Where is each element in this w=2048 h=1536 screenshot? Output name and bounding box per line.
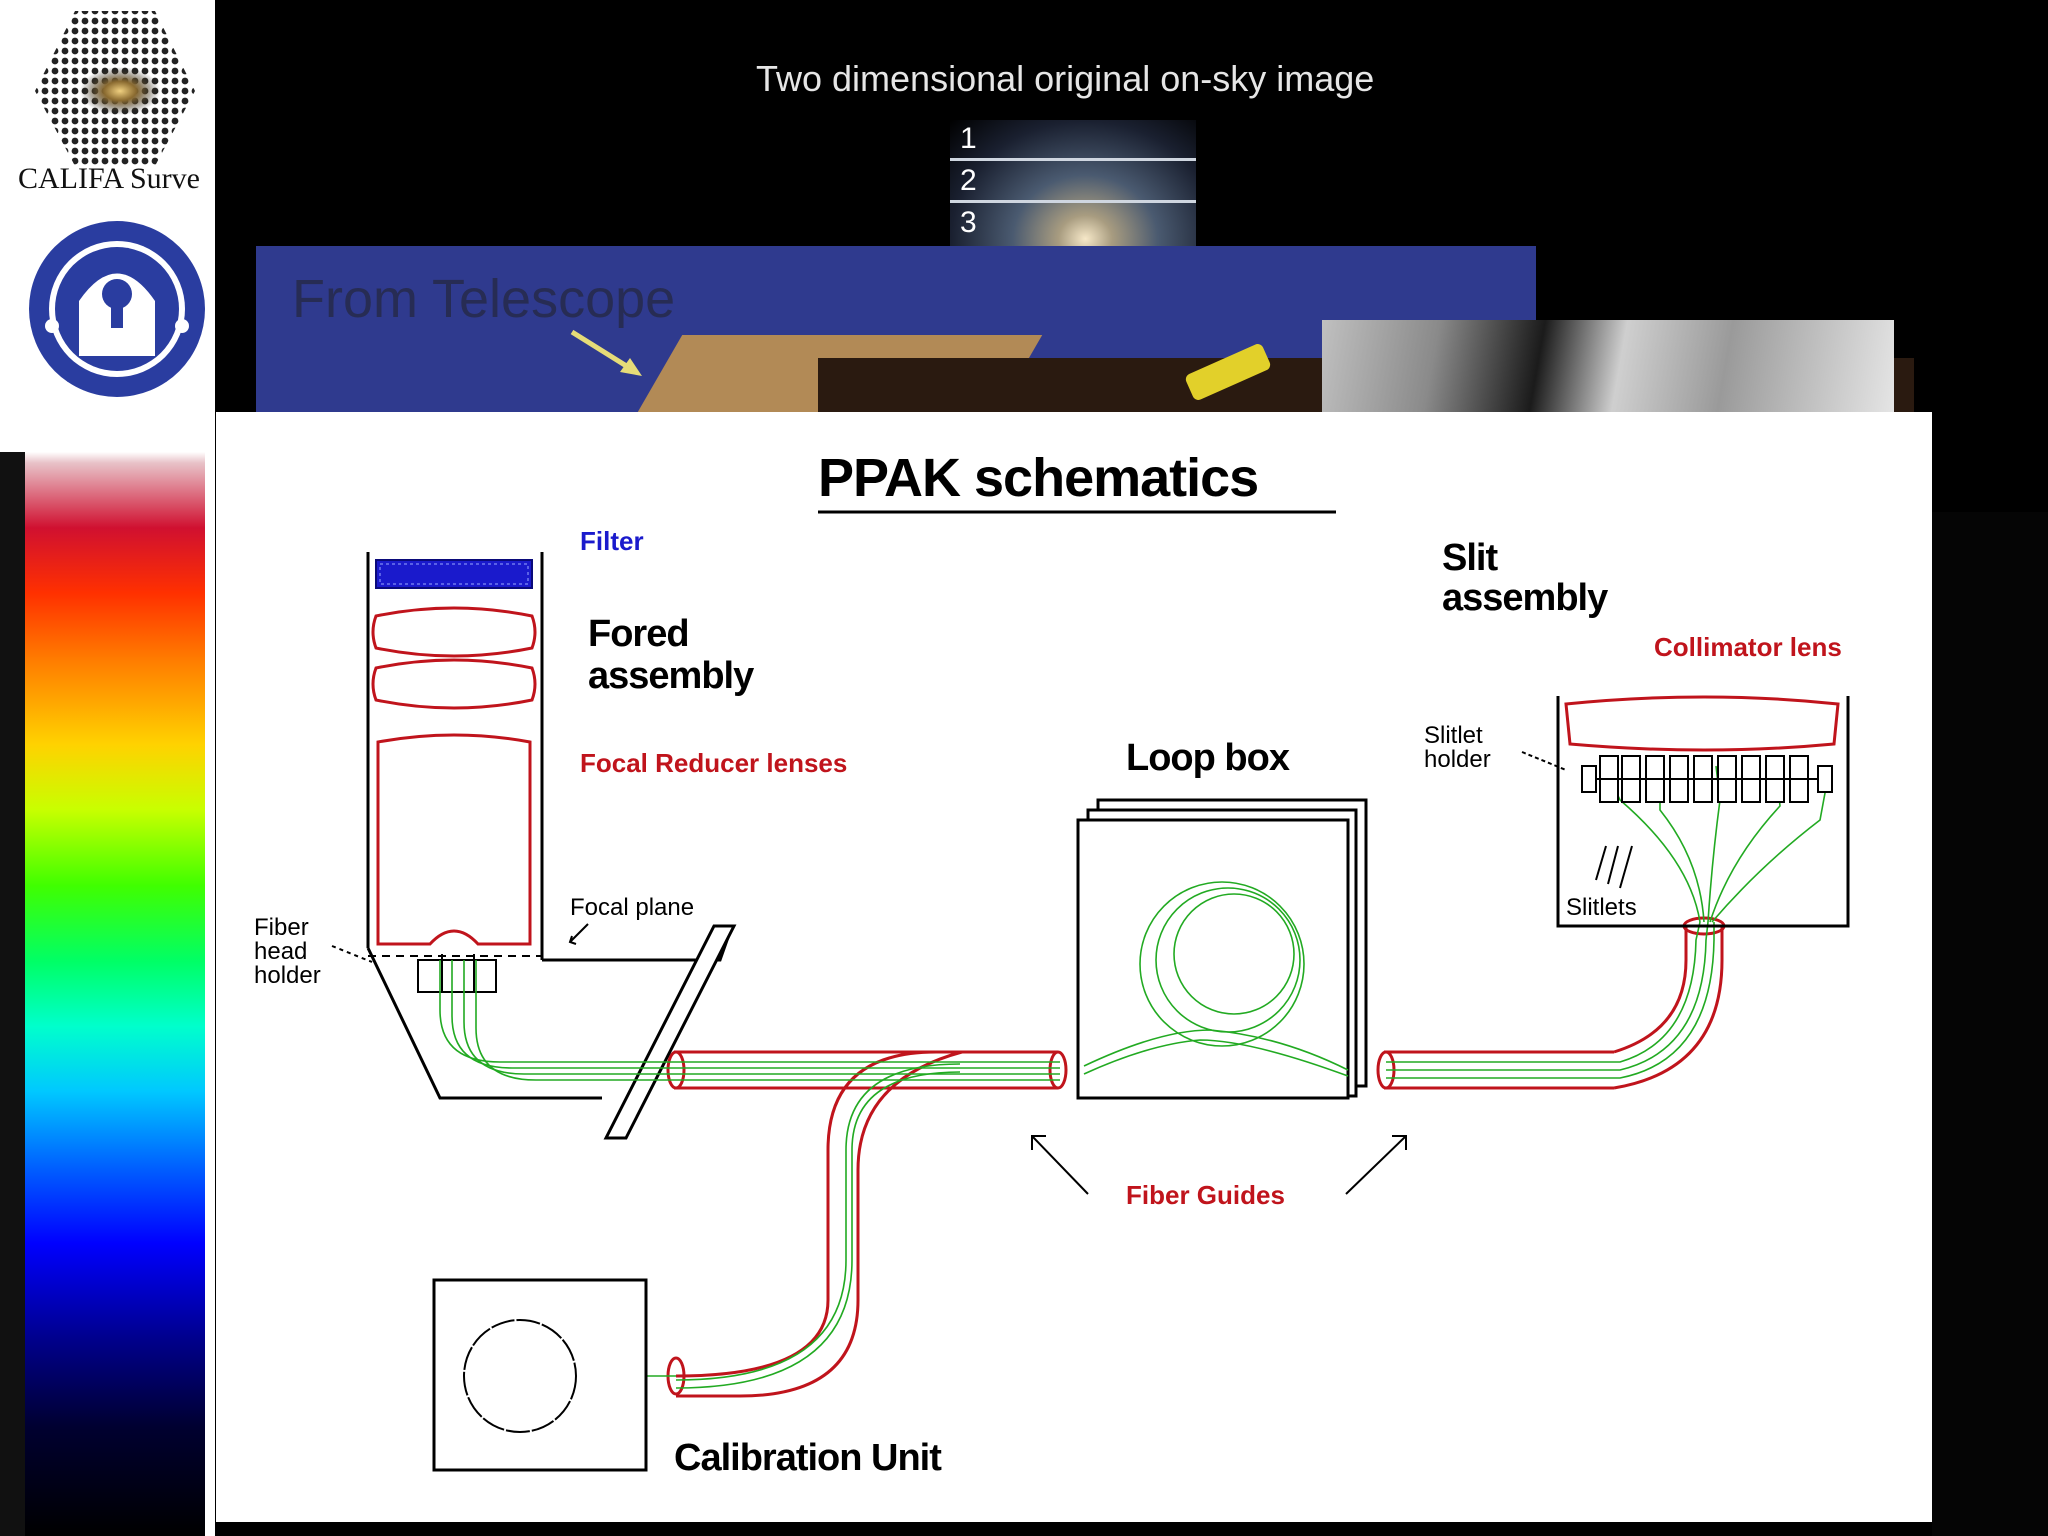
slitlets-label: Slitlets xyxy=(1566,894,1637,921)
from-telescope-label: From Telescope xyxy=(292,269,676,329)
slitlet-arrows xyxy=(1521,751,1633,889)
slit-assembly-label-2: assembly xyxy=(1442,577,1608,619)
fiber-head-label-2: head xyxy=(254,938,308,965)
fiber-head-label-1: Fiber xyxy=(254,914,309,941)
slitlet-holder-label-2: holder xyxy=(1424,746,1491,773)
fiber-head-label-3: holder xyxy=(254,962,321,989)
califa-logo-hexagon xyxy=(35,11,195,166)
slit-assembly-label-1: Slit xyxy=(1442,537,1498,579)
fiber-head-holder xyxy=(417,959,497,993)
caha-observatory-seal xyxy=(29,221,205,397)
focal-plane-label: Focal plane xyxy=(570,894,695,921)
right-edge-shadow xyxy=(1932,512,2048,1536)
califa-survey-text: CALIFA Surve xyxy=(18,162,200,195)
collimator-lens xyxy=(1564,695,1840,752)
onsky-image-title: Two dimensional original on-sky image xyxy=(756,58,1375,99)
collimator-lens-label: Collimator lens xyxy=(1654,632,1842,662)
slitlet-holder xyxy=(1581,755,1833,803)
fored-assembly-label-2: assembly xyxy=(588,655,754,697)
slitlet-holder-label-1: Slitlet xyxy=(1424,722,1483,749)
slice-number: 1 xyxy=(960,122,977,155)
galaxy-image xyxy=(950,120,1196,252)
calibration-unit-label: Calibration Unit xyxy=(674,1437,942,1479)
calibration-unit-box xyxy=(432,1278,648,1472)
slice-number: 3 xyxy=(960,206,977,239)
diagram-title: PPAK schematics xyxy=(818,448,1259,508)
fored-assembly-label-1: Fored xyxy=(588,613,690,655)
filter-label: Filter xyxy=(580,526,644,556)
focal-reducer-label: Focal Reducer lenses xyxy=(580,748,848,778)
slice-divider xyxy=(950,158,1196,161)
mount-plate xyxy=(603,924,737,1140)
instrument-photo xyxy=(1322,320,1894,412)
slice-number: 2 xyxy=(960,164,977,197)
fiber-guides-label: Fiber Guides xyxy=(1126,1180,1285,1210)
dark-band xyxy=(0,452,25,1536)
slice-divider xyxy=(950,200,1196,203)
loop-box xyxy=(1076,798,1368,1100)
slit-assembly-box xyxy=(1556,696,1850,928)
fore-optics-tube xyxy=(366,552,734,1100)
fiber-guide-arrows xyxy=(1031,1135,1407,1195)
loop-box-fibers xyxy=(1083,881,1349,1077)
loop-box-label: Loop box xyxy=(1126,737,1290,779)
telescope-arrow xyxy=(570,329,642,376)
filter-element xyxy=(375,559,533,589)
calibration-lamp xyxy=(463,1319,577,1433)
color-spectrum-bar xyxy=(25,452,205,1536)
focal-reducer-lenses xyxy=(371,606,537,946)
